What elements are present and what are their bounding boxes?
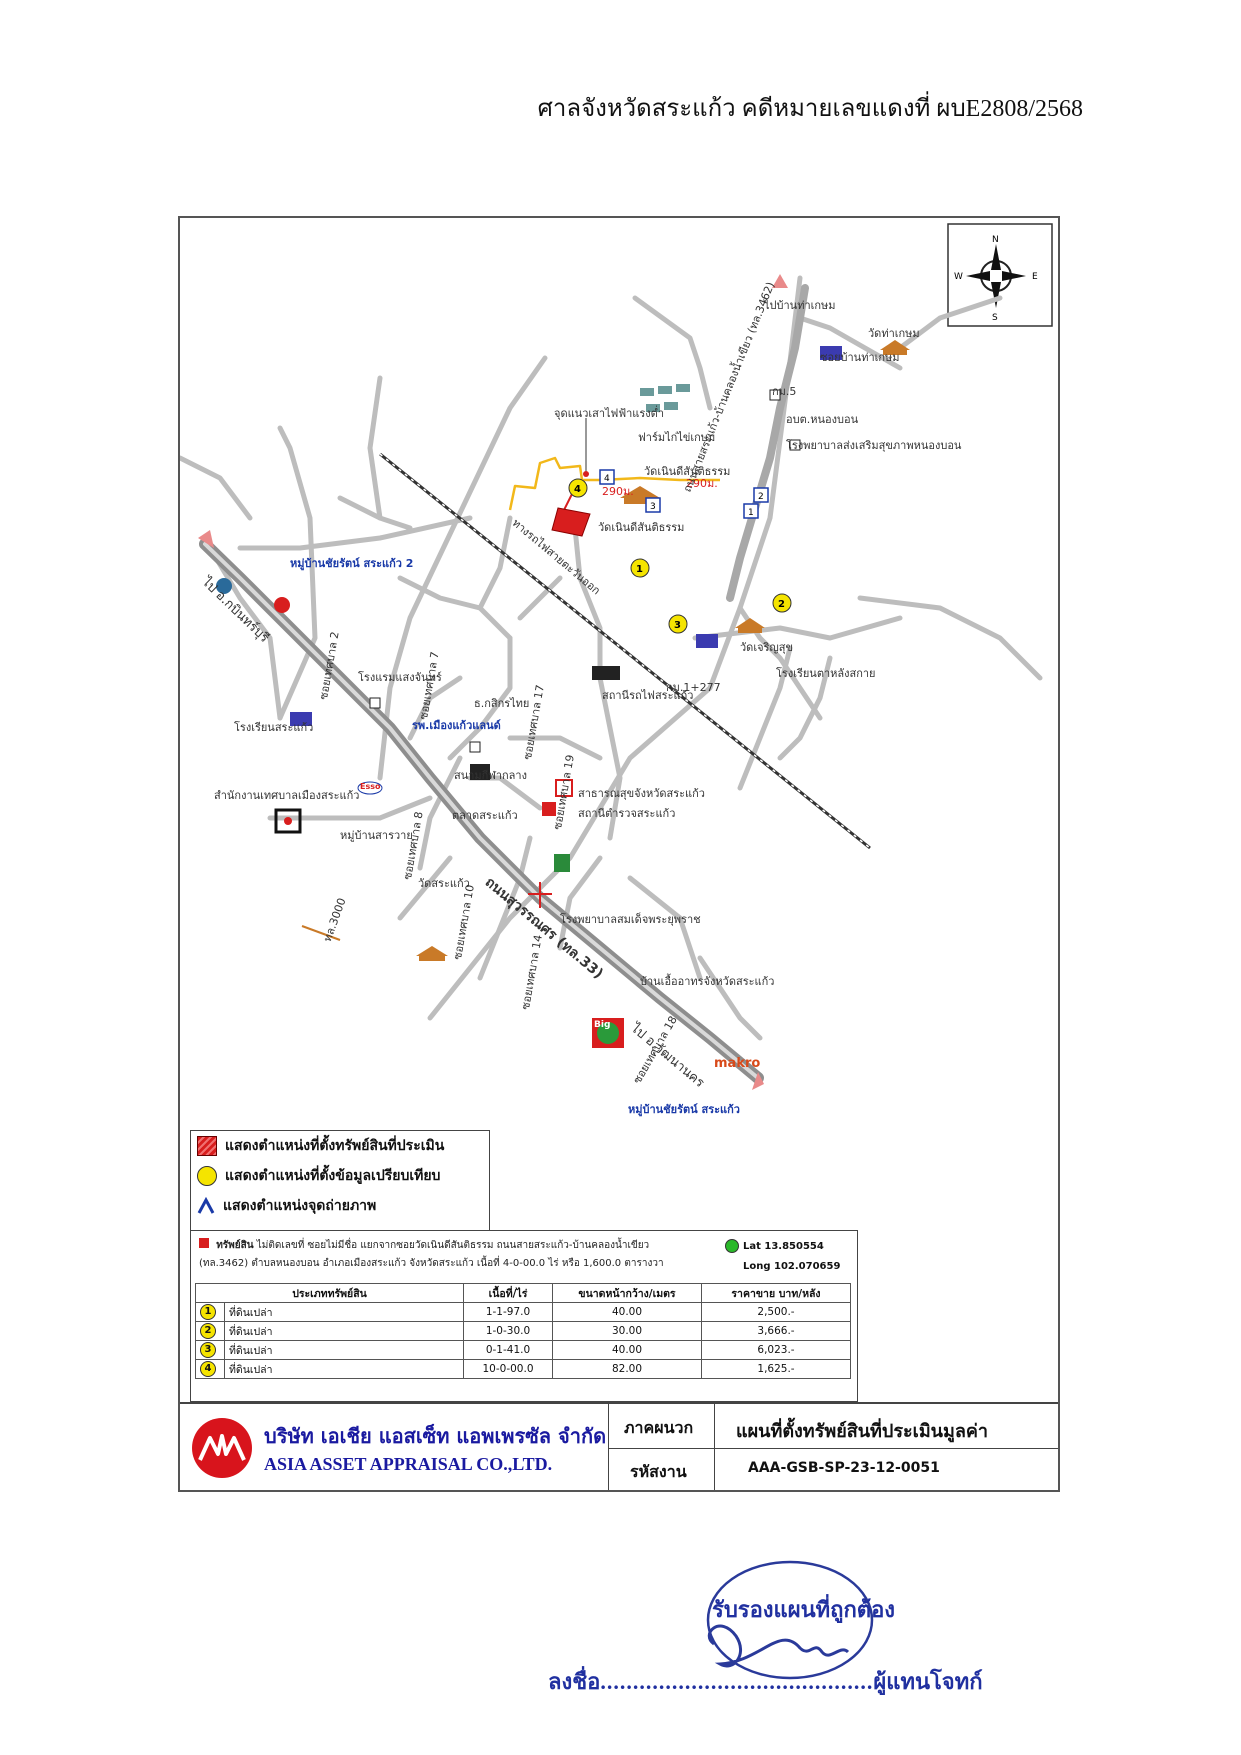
label-big-c: Big xyxy=(594,1020,611,1030)
label-public-health: สาธารณสุขจังหวัดสระแก้ว xyxy=(578,787,705,800)
access-road xyxy=(508,456,720,511)
label-police: สถานีตำรวจสระแก้ว xyxy=(578,807,676,820)
label-obt: อบต.หนองบอน xyxy=(786,413,859,426)
label-wat-nerin-1: วัดเนินดีสันติธรรม xyxy=(644,465,731,478)
esso-icon xyxy=(357,781,383,795)
svg-text:1: 1 xyxy=(636,564,643,575)
label-bank: ธ.กสิกรไทย xyxy=(474,697,530,710)
company-name-th: บริษัท เอเชีย แอสเซ็ท แอพเพรซัล จำกัด xyxy=(264,1424,607,1448)
svg-text:2: 2 xyxy=(758,492,764,502)
map-frame: N S W E xyxy=(178,216,1060,1492)
svg-text:1: 1 xyxy=(748,508,754,518)
job-code-value: AAA-GSB-SP-23-12-0051 xyxy=(748,1460,940,1476)
property-coordinates: Lat 13.850554 Long 102.070659 xyxy=(725,1237,845,1277)
label-wat-tha-kasem: วัดท่าเกษม xyxy=(868,327,920,340)
company-logo-icon xyxy=(192,1418,252,1478)
label-km5: กม.5 xyxy=(772,385,797,398)
label-makro: makro xyxy=(714,1056,761,1071)
legend-comparable: แสดงตำแหน่งที่ตั้งข้อมูลเปรียบเทียบ xyxy=(191,1161,489,1191)
toyota-icon xyxy=(274,597,290,613)
svg-text:3: 3 xyxy=(674,620,681,631)
certification-text: รับรองแผนที่ถูกต้อง xyxy=(712,1597,896,1622)
svg-text:4: 4 xyxy=(574,484,581,495)
comparable-circle-icon xyxy=(197,1166,217,1186)
compass-n: N xyxy=(992,235,999,245)
school-icons xyxy=(290,346,842,726)
police-icon xyxy=(542,802,556,816)
label-mall: รพ.เมืองแก้วแลนด์ xyxy=(412,719,501,732)
company-footer: บริษัท เอเชีย แอสเซ็ท แอพเพรซัล จำกัด AS… xyxy=(180,1402,1058,1490)
property-description: ทรัพย์สิน ไม่ติดเลขที่ ซอยไม่มีชื่อ แยกจ… xyxy=(199,1238,664,1269)
seven-eleven-icon xyxy=(554,854,570,872)
appendix-value: แผนที่ตั้งทรัพย์สินที่ประเมินมูลค่า xyxy=(736,1421,989,1442)
label-pole-mark: จุดแนวเสาไฟฟ้าแรงต่ำ xyxy=(554,407,664,420)
court-case-header: ศาลจังหวัดสระแก้ว คดีหมายเลขแดงที่ ผบE28… xyxy=(537,96,1083,122)
photo-point-icon xyxy=(197,1196,215,1215)
label-km277: กม.1+277 xyxy=(666,681,721,694)
temple-icons xyxy=(416,340,910,961)
label-village-wai: หมู่บ้านสารวาย xyxy=(340,829,413,842)
table-row: 3 ที่ดินเปล่า 0-1-41.0 40.00 6,023.- xyxy=(195,1340,851,1360)
appendix-label: ภาคผนวก xyxy=(624,1418,694,1437)
compass-s: S xyxy=(992,313,998,323)
legend-subject: แสดงตำแหน่งที่ตั้งทรัพย์สินที่ประเมิน xyxy=(191,1131,489,1161)
health-office-icon xyxy=(555,779,573,797)
label-soi-tha-kasem: ซอยบ้านท่าเกษม xyxy=(820,351,900,364)
label-market: ตลาดสระแก้ว xyxy=(452,809,518,822)
company-name-en: ASIA ASSET APPRAISAL CO.,LTD. xyxy=(264,1454,553,1474)
label-village-1: หมู่บ้านชัยรัตน์ สระแก้ว xyxy=(628,1103,740,1116)
label-hospital-crown: โรงพยาบาลสมเด็จพระยุพราช xyxy=(560,913,701,926)
subject-property-marker xyxy=(551,507,591,537)
label-wat-nerin-2: วัดเนินดีสันติธรรม xyxy=(598,521,685,534)
subject-hatch-icon xyxy=(197,1136,217,1156)
subject-mini-icon xyxy=(199,1238,209,1248)
compass-e: E xyxy=(1032,272,1038,282)
label-station: สถานีรถไฟสระแก้ว xyxy=(602,689,694,702)
label-ban-uea-athorn: บ้านเอื้ออาทรจังหวัดสระแก้ว xyxy=(640,975,775,988)
label-dist-290a: 290ม. xyxy=(602,485,634,498)
legend-photo: แสดงตำแหน่งจุดถ่ายภาพ xyxy=(191,1191,489,1221)
railway-line xyxy=(379,452,871,850)
table-row: 1 ที่ดินเปล่า 1-1-97.0 40.00 2,500.- xyxy=(195,1302,851,1322)
map-legend: แสดงตำแหน่งที่ตั้งทรัพย์สินที่ประเมิน แส… xyxy=(190,1130,490,1232)
svg-text:3: 3 xyxy=(650,502,656,512)
map-canvas: N S W E xyxy=(180,223,1053,1090)
signature-line: ลงชื่อ..................................… xyxy=(548,1669,983,1694)
label-wat-srakaeo: วัดสระแก้ว xyxy=(418,877,470,890)
label-school-srakaeo: โรงเรียนสระแก้ว xyxy=(234,721,314,734)
label-dist-290b: 290ม. xyxy=(686,477,718,490)
station-icon xyxy=(592,666,620,680)
farm-icons xyxy=(640,384,690,412)
comparable-markers: 1 2 3 4 xyxy=(568,478,792,634)
property-info-panel: ทรัพย์สิน ไม่ติดเลขที่ ซอยไม่มีชื่อ แยกจ… xyxy=(190,1230,858,1402)
gas-station-icon xyxy=(216,578,232,594)
label-hospital-nongbon: โรงพยาบาลส่งเสริมสุขภาพหนองบอน xyxy=(786,439,962,452)
minor-roads xyxy=(180,275,1043,1041)
label-school-sikhiu: โรงเรียนตาหลังสกาย xyxy=(776,667,876,680)
label-farm: ฟาร์มไก่ไข่เกษม xyxy=(638,431,716,444)
label-stadium: สนามกีฬากลาง xyxy=(454,769,527,782)
photo-point-markers: 1 2 3 4 xyxy=(599,469,769,519)
svg-text:2: 2 xyxy=(778,599,785,610)
label-municipal-office: สำนักงานเทศบาลเมืองสระแก้ว xyxy=(214,789,360,802)
label-village-2: หมู่บ้านชัยรัตน์ สระแก้ว 2 xyxy=(290,557,414,570)
stadium-icon xyxy=(470,764,490,780)
table-header-row: ประเภททรัพย์สิน เนื้อที่/ไร่ ขนาดหน้ากว้… xyxy=(195,1283,851,1303)
job-code-label: รหัสงาน xyxy=(630,1462,687,1481)
location-dot-icon xyxy=(725,1239,739,1253)
municipal-office-icon xyxy=(274,808,302,834)
label-wat-charoen: วัดเจริญสุข xyxy=(740,641,794,654)
label-hotel: โรงแรมแสงจันทร์ xyxy=(358,671,442,684)
label-to-ban-tha-kasem: ไปบ้านท่าเกษม xyxy=(764,299,836,312)
table-row: 2 ที่ดินเปล่า 1-0-30.0 30.00 3,666.- xyxy=(195,1321,851,1341)
compass-w: W xyxy=(954,272,963,282)
signature-image xyxy=(706,1560,874,1680)
label-esso: Esso xyxy=(360,782,381,791)
svg-text:4: 4 xyxy=(604,474,610,484)
route-3462 xyxy=(726,284,809,602)
table-row: 4 ที่ดินเปล่า 10-0-00.0 82.00 1,625.- xyxy=(195,1359,851,1379)
comparables-table: ประเภททรัพย์สิน เนื้อที่/ไร่ ขนาดหน้ากว้… xyxy=(195,1283,851,1379)
